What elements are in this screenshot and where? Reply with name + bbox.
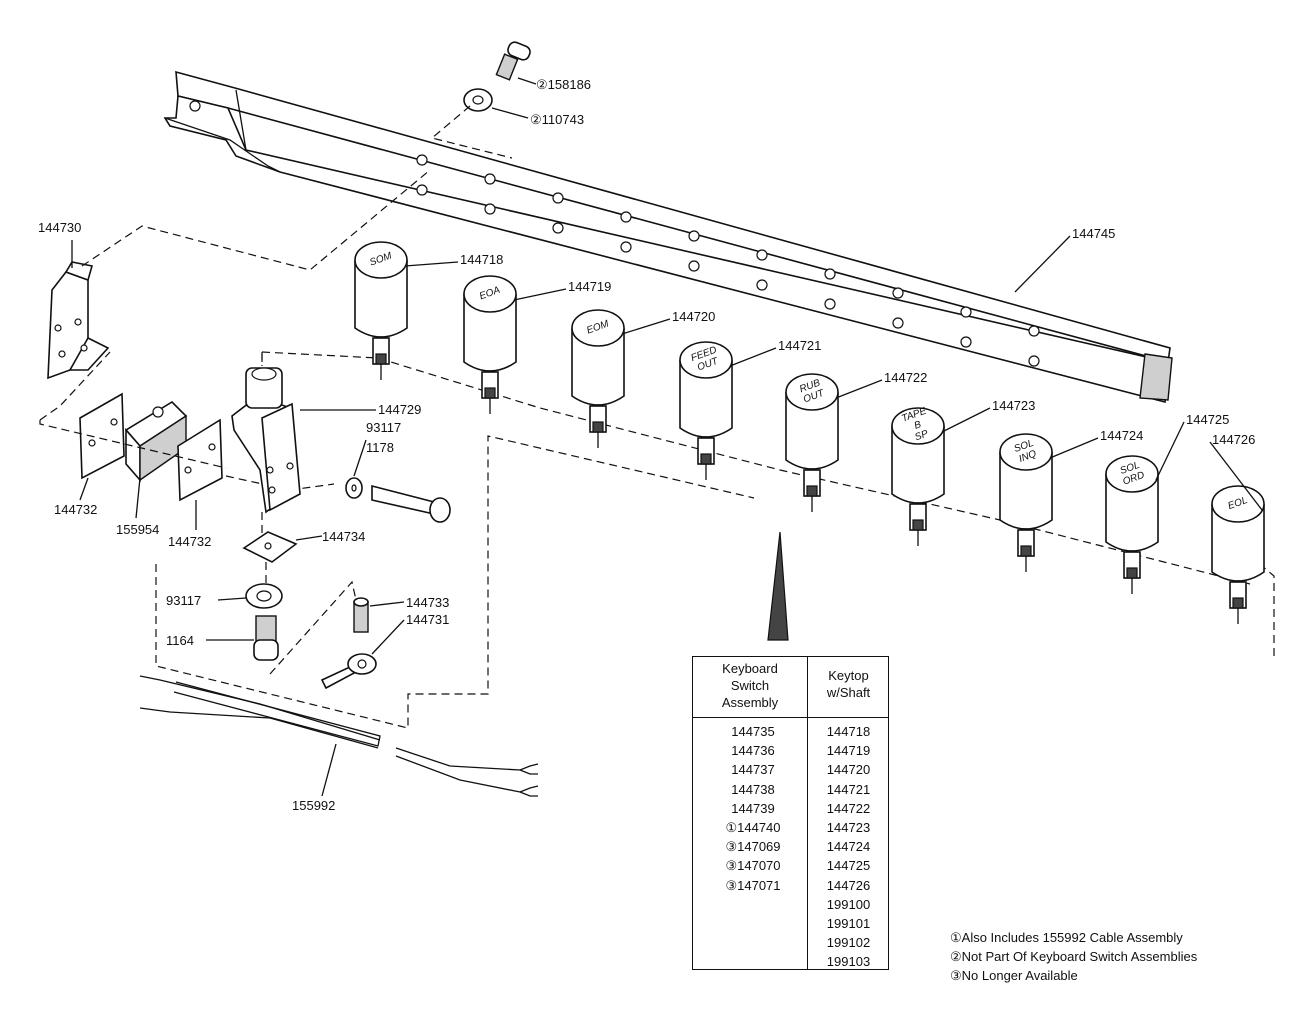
clip-144731 <box>320 653 377 690</box>
switch-assembly-cell: 144738 <box>731 781 775 797</box>
keytop-part-label: 144718 <box>460 252 503 267</box>
screw-1164 <box>253 615 279 661</box>
switch-assembly-cell: ③147070 <box>725 858 781 874</box>
washer-110743 <box>463 88 493 112</box>
plate-144732-b <box>177 418 223 502</box>
table-header <box>693 657 888 718</box>
keytop-text: SP <box>913 428 930 443</box>
label-144734: 144734 <box>322 529 365 544</box>
label-155954: 155954 <box>116 522 159 537</box>
keytop-cell: 144724 <box>826 839 871 855</box>
header-keyboard-switch-assembly: Keyboard Switch Assembly <box>721 661 779 710</box>
keytop-part-label: 144720 <box>672 309 715 324</box>
keytop-cell: 144725 <box>826 858 871 874</box>
keytop-cell: 144722 <box>826 800 871 816</box>
switch-assembly-cell: ③147069 <box>725 839 781 855</box>
label-144733: 144733 <box>406 595 449 610</box>
keytop-text: B <box>913 419 923 432</box>
label-93117-lower: 93117 <box>166 593 201 608</box>
keyboard-bar <box>163 70 1173 404</box>
washer-93117-upper <box>345 477 363 499</box>
keytop-cell: 144723 <box>826 819 871 835</box>
label-1178: 1178 <box>366 440 394 455</box>
switch-assembly-cell: 144736 <box>731 743 775 759</box>
keytop-cell: 199102 <box>826 935 871 951</box>
keytop-cell: 199100 <box>826 896 871 912</box>
plate-144732-a <box>79 392 125 480</box>
label-144731: 144731 <box>406 612 449 627</box>
label-110743: ②110743 <box>530 112 584 127</box>
header-keytop-w-shaft: Keytop w/Shaft <box>826 668 871 700</box>
label-158186: ②158186 <box>536 77 591 92</box>
cable-155992 <box>139 675 539 797</box>
footnote-2: ②Not Part Of Keyboard Switch Assemblies <box>950 949 1198 964</box>
footnotes: ①Also Includes 155992 Cable Assembly ②No… <box>950 928 1197 985</box>
label-1164: 1164 <box>166 633 194 648</box>
keytop-cell: 144718 <box>826 724 871 739</box>
column-keytop: 144718 144719 144720 144721 144722 144723 1447… <box>807 722 890 971</box>
keytop-part-label: 144723 <box>992 398 1035 413</box>
label-144732-b: 144732 <box>168 534 211 549</box>
keytop-cell: 144719 <box>826 743 871 759</box>
keytop-cell: 144726 <box>826 877 871 893</box>
label-155992: 155992 <box>292 798 335 813</box>
label-144729: 144729 <box>378 402 421 417</box>
label-93117-upper: 93117 <box>366 420 401 435</box>
keytop-cell: 199103 <box>826 954 871 970</box>
keytop-part-label: 144722 <box>884 370 927 385</box>
keytop-cell: 144720 <box>826 762 871 778</box>
bracket-144729 <box>231 367 301 514</box>
label-144732-a: 144732 <box>54 502 97 517</box>
parts-table: Keyboard Switch Assembly Keytop w/Shaft … <box>692 656 889 970</box>
keytop-part-label: 144721 <box>778 338 821 353</box>
switch-155954 <box>124 400 188 483</box>
keytop-part-label: 144725 <box>1186 412 1229 427</box>
screw-158186 <box>495 41 531 81</box>
keytop-cell: 199101 <box>826 915 871 931</box>
switch-assembly-cell: 144735 <box>731 724 775 739</box>
pin-144733 <box>353 597 369 633</box>
keytop-part-label: 144719 <box>568 279 611 294</box>
keytop-part-label: 144726 <box>1212 432 1255 447</box>
label-144730: 144730 <box>38 220 81 235</box>
footnote-3: ③No Longer Available <box>950 968 1078 983</box>
switch-assembly-cell: ①144740 <box>725 819 781 835</box>
footnote-1: ①Also Includes 155992 Cable Assembly <box>950 930 1183 945</box>
keytop-cell: 144721 <box>826 781 871 797</box>
switch-assembly-cell: 144739 <box>731 800 775 816</box>
switch-assembly-cell: 144737 <box>731 762 775 778</box>
keytop-part-label: 144724 <box>1100 428 1143 443</box>
switch-assembly-cell: ③147071 <box>725 877 781 893</box>
column-switch-assembly: 144735 144736 144737 144738 144739 ①144740 ③14… <box>699 722 807 895</box>
label-144745: 144745 <box>1072 226 1115 241</box>
plate-144734 <box>242 531 298 563</box>
screw-1178 <box>371 484 451 523</box>
bracket-144730 <box>47 261 110 380</box>
washer-93117-lower <box>245 583 283 609</box>
